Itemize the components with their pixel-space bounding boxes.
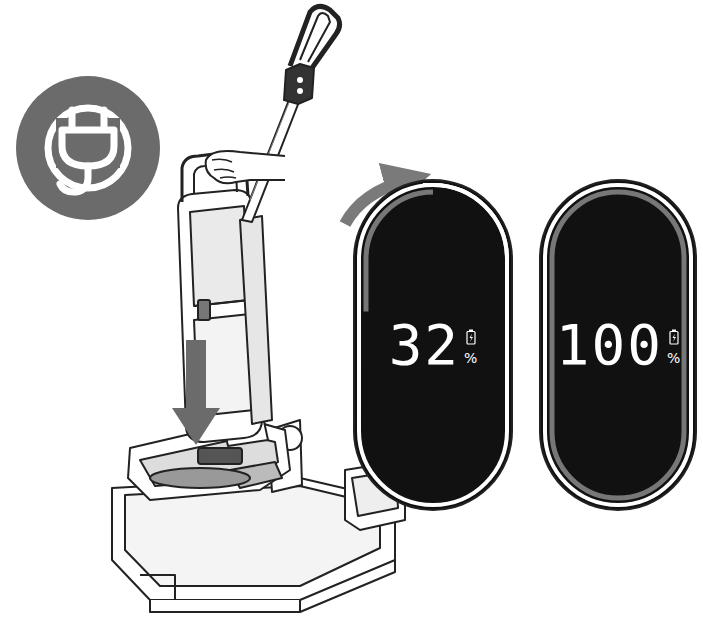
battery-display: 100% bbox=[538, 178, 698, 512]
percent-sign: % bbox=[667, 351, 680, 365]
plug-icon bbox=[16, 76, 160, 220]
insert-arrow bbox=[172, 340, 220, 445]
display-content: 100% bbox=[538, 178, 698, 512]
battery-icon bbox=[466, 329, 476, 345]
battery-icon bbox=[669, 329, 679, 345]
battery-percent: 100 bbox=[556, 317, 663, 373]
display-side: % bbox=[667, 329, 680, 365]
percent-sign: % bbox=[464, 351, 477, 365]
battery-percent: 32 bbox=[389, 317, 460, 373]
battery-display: 32% bbox=[352, 178, 514, 512]
display-content: 32% bbox=[352, 178, 514, 512]
display-side: % bbox=[464, 329, 477, 365]
